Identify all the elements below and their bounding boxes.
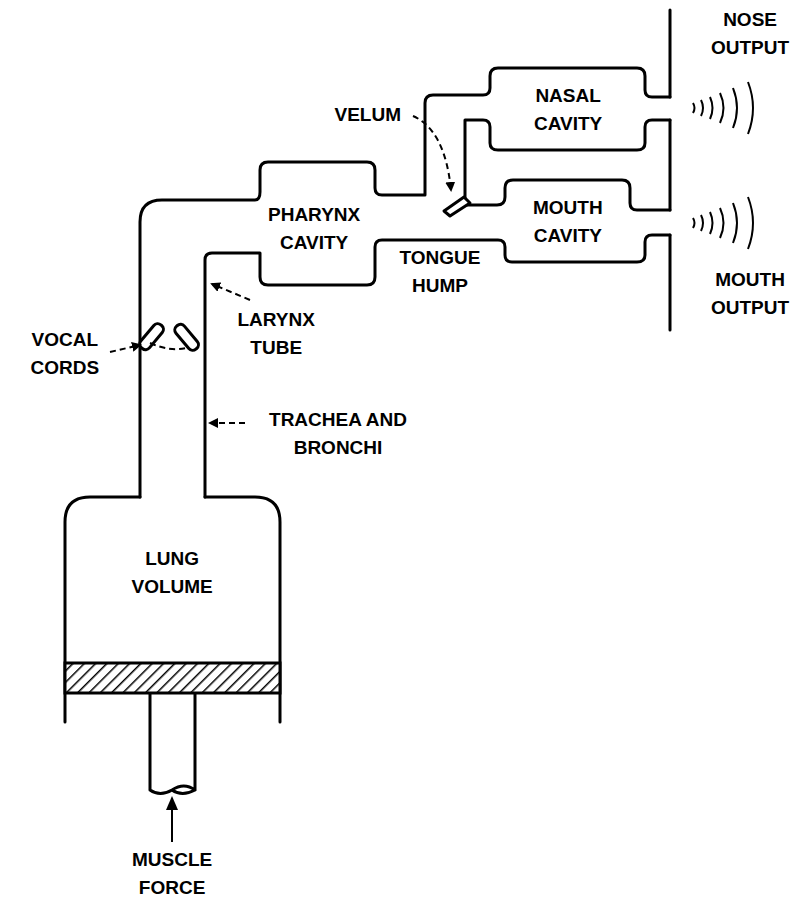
part-label: VOCAL CORDS (31, 326, 100, 382)
part-label: MOUTH OUTPUT (711, 266, 789, 322)
leader-arrow (210, 422, 245, 424)
part-label: VELUM (335, 101, 402, 129)
tract-upper-wall (140, 68, 670, 497)
part-label: TRACHEA AND BRONCHI (251, 406, 426, 462)
tract-lower-wall (205, 235, 670, 497)
cavity-region: PHARYNX CAVITY (268, 201, 360, 257)
part-label: LARYNX TUBE (238, 306, 315, 362)
piston-rod (150, 693, 195, 794)
piston (65, 663, 280, 693)
cavity-region: LUNG VOLUME (132, 545, 213, 601)
leader-arrow (413, 116, 451, 190)
force-arrow (171, 808, 173, 842)
cavity-label: NASAL CAVITY (534, 82, 602, 138)
cavity-label: PHARYNX CAVITY (268, 201, 360, 257)
leader-line (150, 343, 186, 349)
force-arrow-head (166, 796, 178, 810)
cavity-label: LUNG VOLUME (132, 545, 213, 601)
vocal-cord (173, 322, 201, 352)
face-wall (669, 10, 672, 330)
cavity-region: MOUTH CAVITY (533, 194, 603, 250)
part-label: MUSCLE FORCE (132, 846, 212, 900)
sound-waves (693, 197, 753, 249)
cavity-label: MOUTH CAVITY (533, 194, 603, 250)
leader-arrow (110, 345, 140, 352)
velum-flap (444, 197, 470, 216)
part-label: NOSE OUTPUT (711, 6, 789, 62)
sound-waves (693, 82, 753, 134)
lung-wall (65, 497, 280, 722)
cavity-region: NASAL CAVITY (534, 82, 602, 138)
leader-arrow (212, 284, 250, 300)
part-label: TONGUE HUMP (400, 244, 481, 300)
